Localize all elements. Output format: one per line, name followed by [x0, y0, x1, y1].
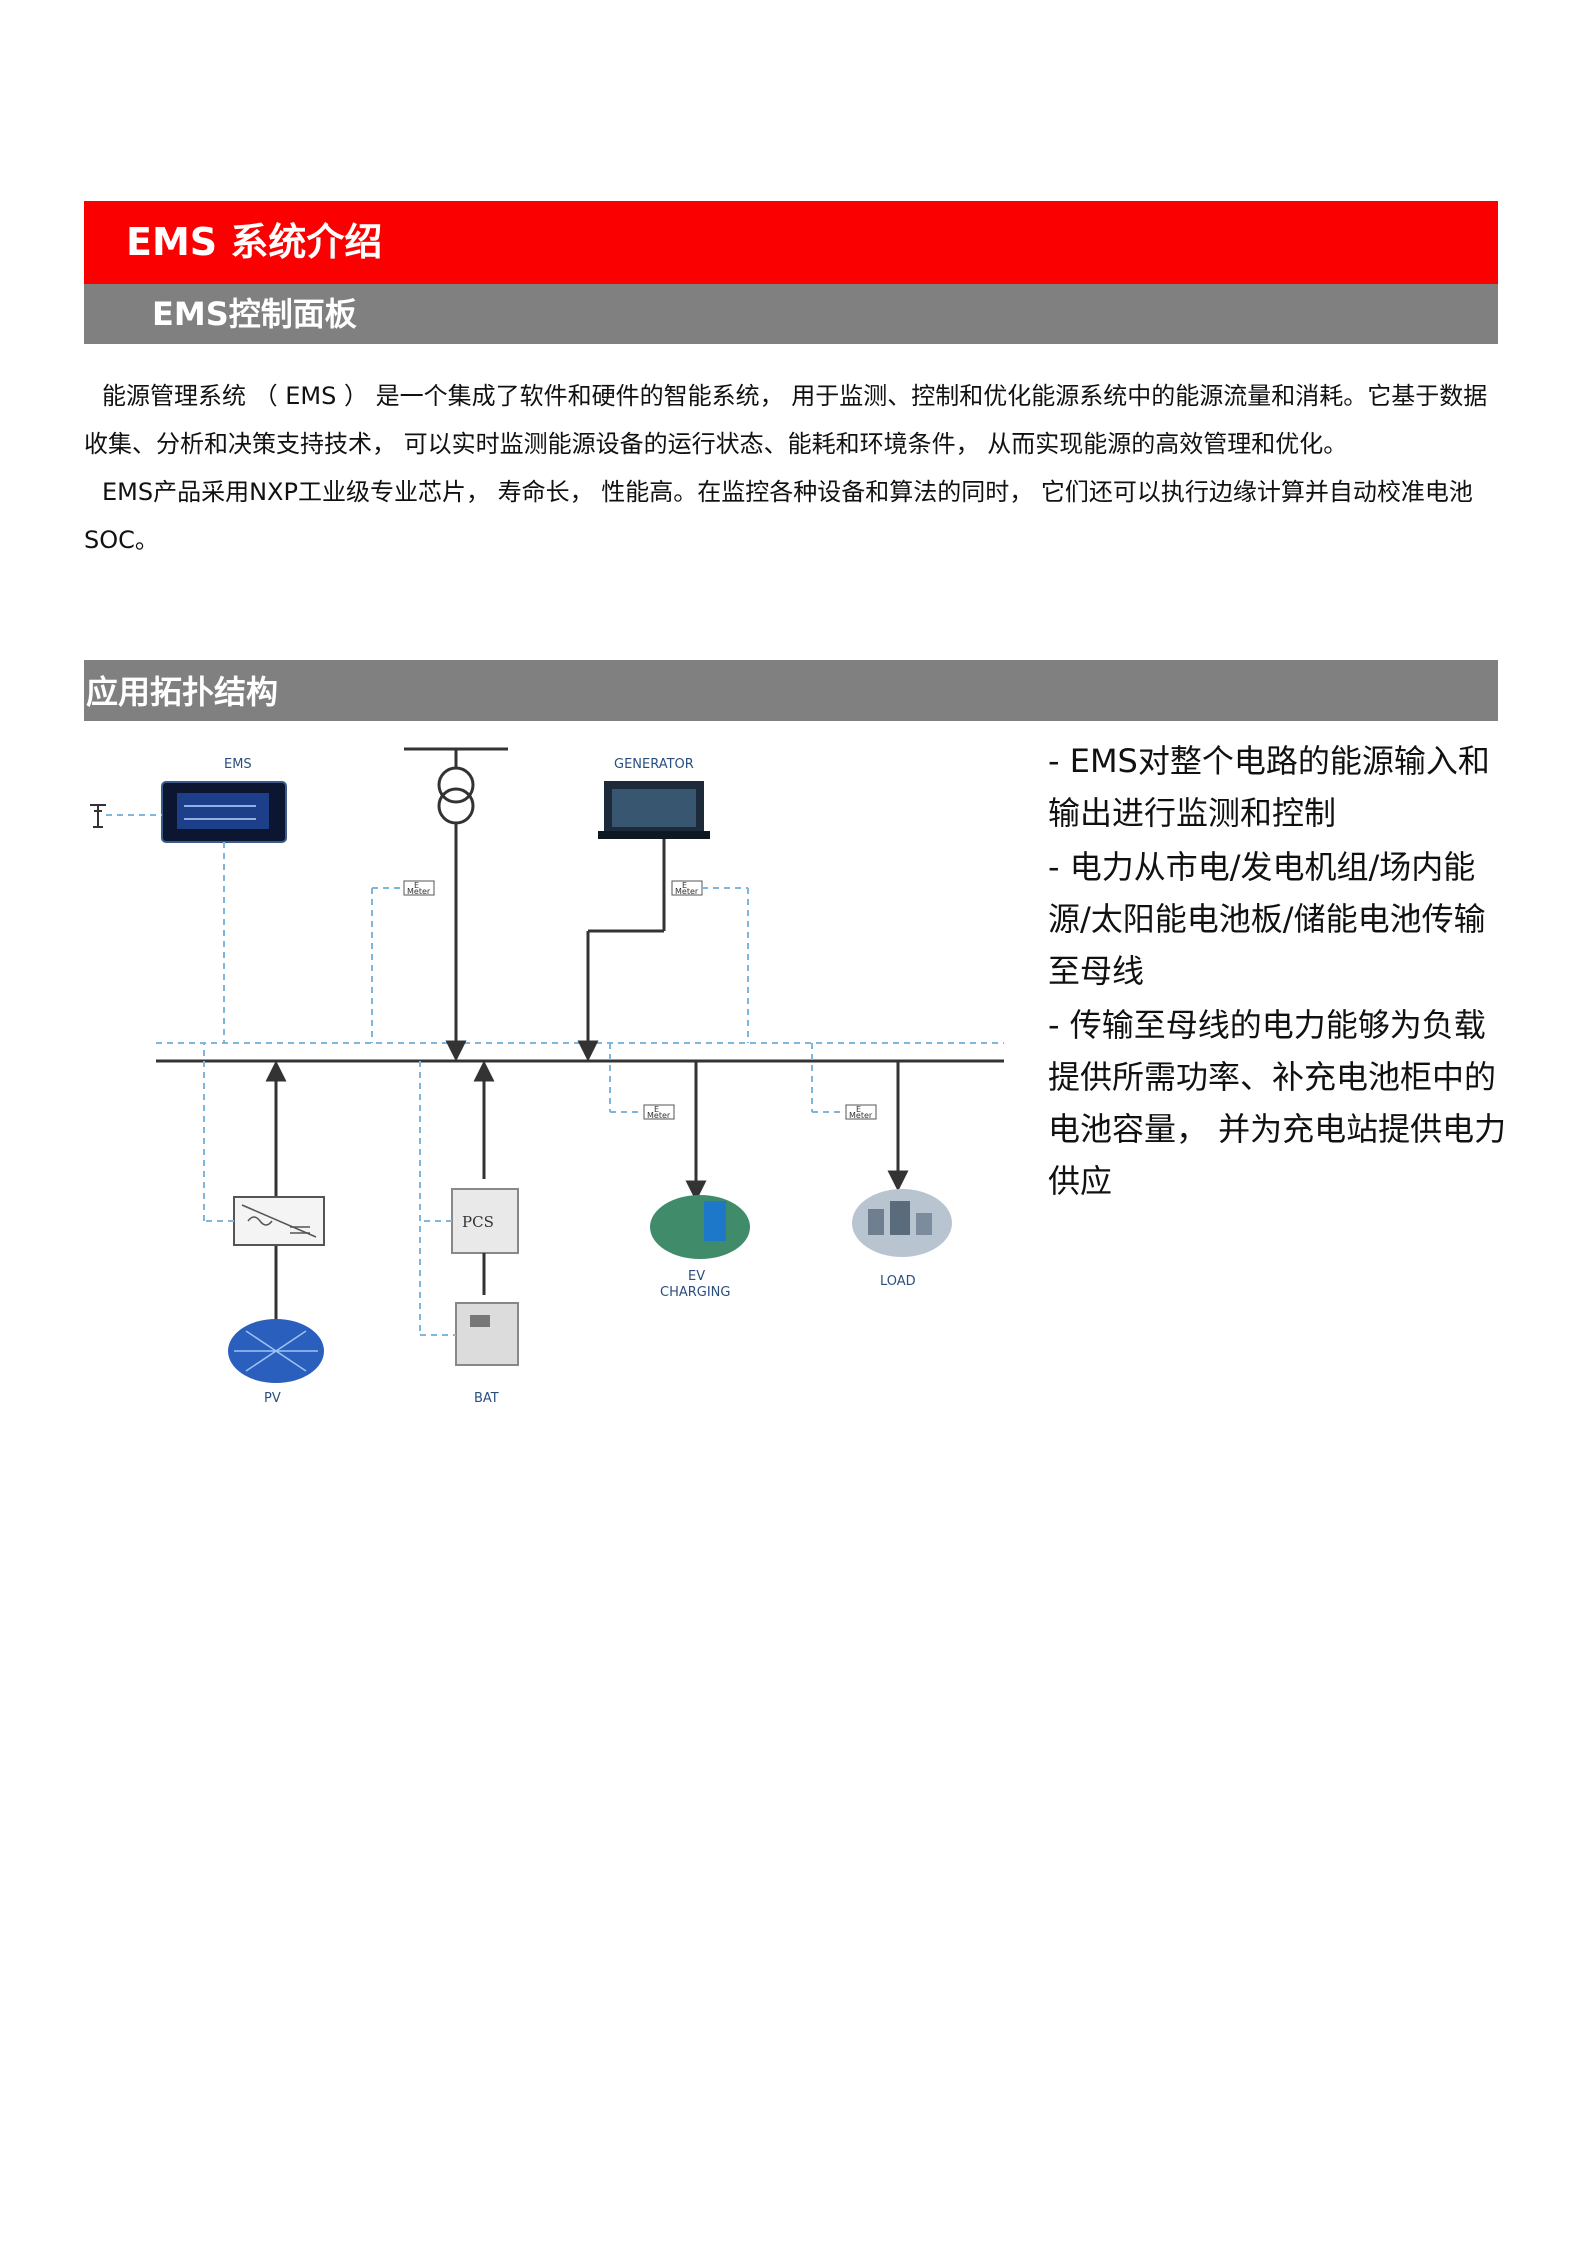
intro-paragraph-1: 能源管理系统 （ EMS ） 是一个集成了软件和硬件的智能系统， 用于监测、控制…: [84, 382, 1488, 458]
meter-e-3: E: [654, 1105, 659, 1114]
note-2: - 电力从市电/发电机组/场内能源/太阳能电池板/储能电池传输至母线: [1048, 848, 1486, 990]
note-3: - 传输至母线的电力能够为负载提供所需功率、补充电池柜中的电池容量， 并为充电站…: [1048, 1006, 1507, 1200]
ev-label-line1: EV: [688, 1269, 705, 1284]
topology-svg: EMS E Meter GENERATOR E Meter: [90, 747, 1034, 1406]
load-branch: E Meter LOAD: [811, 1043, 952, 1289]
grid-transformer: E Meter: [371, 747, 508, 1062]
subsection-title: EMS控制面板: [152, 295, 357, 333]
meter-e-4: E: [856, 1105, 861, 1114]
meter-label-3: Meter: [647, 1111, 671, 1120]
topology-header: 应用拓扑结构: [84, 660, 1498, 721]
generator: GENERATOR E Meter: [577, 757, 749, 1062]
topology-title: 应用拓扑结构: [86, 673, 279, 711]
intro-text: 能源管理系统 （ EMS ） 是一个集成了软件和硬件的智能系统， 用于监测、控制…: [84, 372, 1498, 564]
ev-branch: E Meter EV CHARGING: [609, 1043, 750, 1300]
pv-label: PV: [264, 1391, 281, 1406]
storage-branch: PCS BAT: [419, 1060, 519, 1406]
meter-label-1: Meter: [407, 887, 431, 896]
meter-label-2: Meter: [675, 887, 699, 896]
meter-e-1: E: [414, 881, 419, 890]
page-title: EMS 系统介绍: [126, 220, 383, 264]
bat-label: BAT: [474, 1391, 499, 1406]
ems-label: EMS: [224, 757, 252, 772]
ems-device: EMS: [106, 757, 287, 1043]
meter-label-4: Meter: [849, 1111, 873, 1120]
meter-e-2: E: [682, 881, 687, 890]
topology-diagram: EMS E Meter GENERATOR E Meter: [84, 735, 1034, 1415]
generator-label: GENERATOR: [614, 757, 694, 772]
antenna-icon: [90, 804, 106, 828]
load-label: LOAD: [880, 1274, 916, 1289]
topology-notes: - EMS对整个电路的能源输入和输出进行监测和控制 - 电力从市电/发电机组/场…: [1048, 735, 1508, 1209]
intro-paragraph-2: EMS产品采用NXP工业级专业芯片， 寿命长， 性能高。在监控各种设备和算法的同…: [84, 478, 1473, 554]
note-1: - EMS对整个电路的能源输入和输出进行监测和控制: [1048, 742, 1490, 832]
subsection-header: EMS控制面板: [84, 284, 1498, 344]
section-header-red: EMS 系统介绍: [84, 201, 1498, 284]
ev-label-line2: CHARGING: [660, 1285, 730, 1300]
pv-branch: PV: [203, 1043, 325, 1406]
pcs-label: PCS: [462, 1213, 494, 1231]
